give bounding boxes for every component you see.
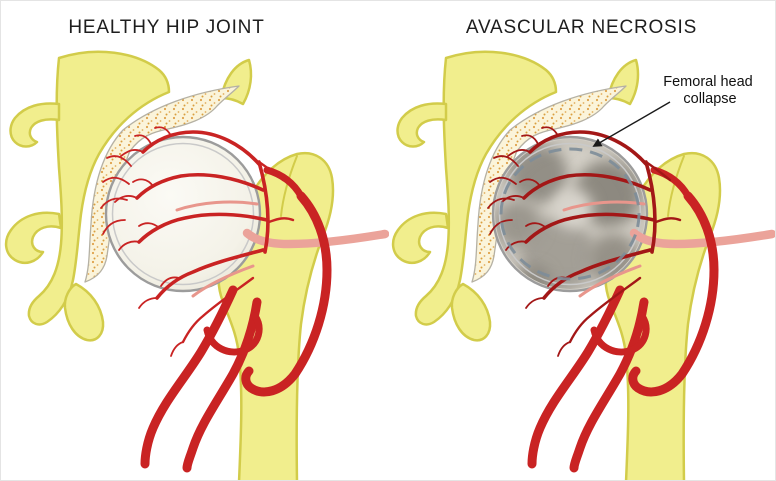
panel-healthy-hip: HEALTHY HIP JOINT [1, 1, 388, 480]
healthy-hip-illustration [4, 50, 389, 480]
collapse-dashed-outline [499, 147, 641, 281]
annotation-leader-line [592, 101, 671, 147]
healthy-panel-title: HEALTHY HIP JOINT [68, 17, 265, 38]
panel-avascular-necrosis: AVASCULAR NECROSIS Femoral head collapse [388, 1, 775, 480]
necrosis-hip-illustration: Femoral head collapse [391, 50, 776, 480]
annotation-label: Femoral head collapse [663, 74, 757, 107]
necrosis-panel-title: AVASCULAR NECROSIS [465, 17, 698, 38]
